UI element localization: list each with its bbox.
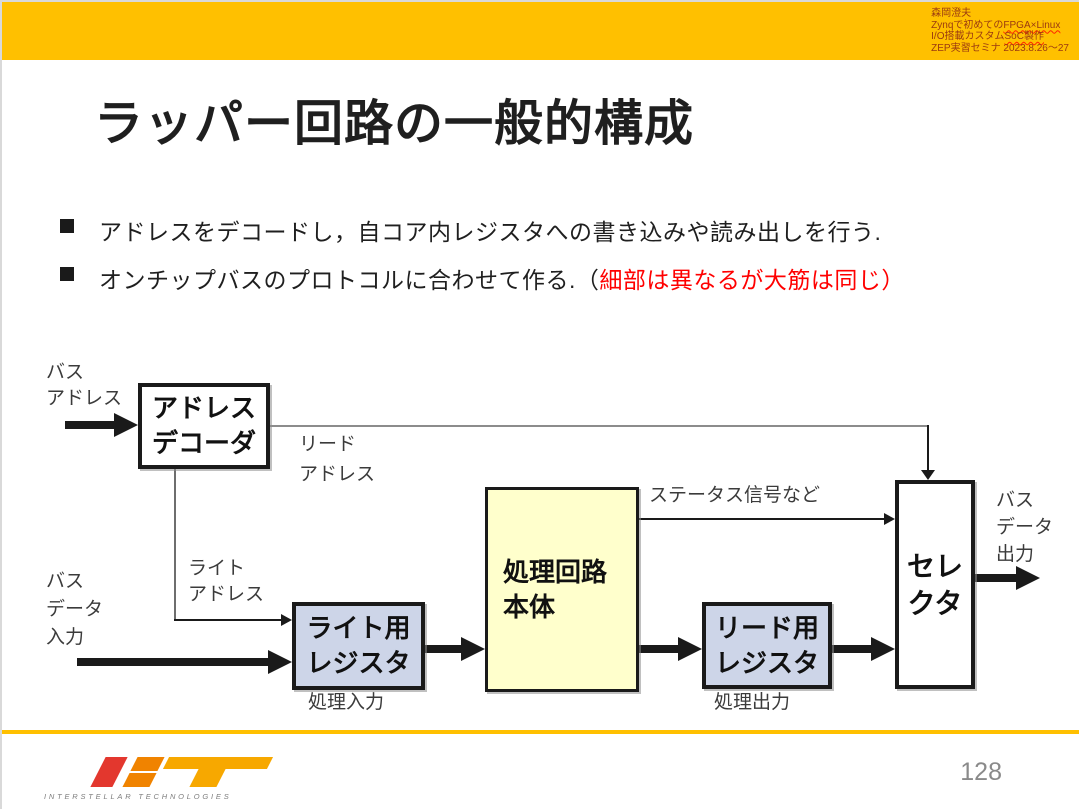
box-label: レジスタ (306, 648, 411, 678)
label-line: バス (46, 571, 85, 592)
box-label: デコーダ (151, 428, 256, 458)
box-label: リード用 (714, 612, 819, 643)
page-title: ラッパー回路の一般的構成 (94, 97, 695, 151)
box-label: 本体 (503, 591, 556, 622)
bus-data-in-label: バス データ 入力 (46, 568, 103, 652)
arrowhead-right-icon (281, 614, 292, 626)
bus-data-in-arrow (77, 658, 269, 666)
bullet-square-icon (60, 267, 74, 281)
processing-circuit-box: 処理回路 本体 (485, 487, 639, 692)
label-line: バス (46, 362, 85, 383)
header-credits: 森岡澄夫 Zynqで初めてのFPGA×Linux I/O搭載カスタムSoC製作 … (931, 8, 1069, 54)
credit-text: ZEP実習セミナ 2023.8.26～27 (931, 42, 1069, 54)
credit-line: 森岡澄夫 (931, 8, 1069, 20)
logo-s-shape (122, 773, 157, 787)
label-line: アドレス (299, 464, 376, 485)
logo-s-shape (130, 757, 165, 771)
address-decoder-box: アドレス デコーダ (138, 383, 270, 469)
processing-output-label: 処理出力 (714, 692, 791, 713)
arrowhead-right-icon (884, 513, 895, 525)
status-signal-label: ステータス信号など (649, 485, 821, 506)
label-line: 出力 (996, 544, 1035, 565)
bullet-text-2: オンチップバスのプロトコルに合わせて作る.（細部は異なるが大筋は同じ） (99, 261, 905, 295)
bus-address-arrowhead-icon (114, 413, 138, 437)
bullet-item-1: アドレスをデコードし，自コア内レジスタへの書き込みや読み出しを行う. (60, 213, 881, 247)
write-register-box: ライト用 レジスタ (292, 602, 425, 690)
read-address-label: リード アドレス (299, 430, 375, 490)
credit-line: Zynqで初めてのFPGA×Linux (931, 20, 1069, 32)
label-line: バス (996, 490, 1035, 511)
box-label: セレ (906, 550, 963, 582)
credit-line: ZEP実習セミナ 2023.8.26～27 (931, 43, 1069, 55)
bus-data-out-arrowhead-icon (1016, 566, 1040, 590)
read-register-box: リード用 レジスタ (702, 602, 832, 689)
bullet-text-2-highlight: 細部は異なるが大筋は同じ） (599, 267, 905, 293)
write-address-line-vertical (174, 469, 176, 621)
selector-box: セレ クタ (895, 480, 975, 689)
page-number: 128 (960, 758, 1002, 786)
write-address-label: ライト アドレス (188, 556, 264, 608)
bus-data-out-label: バス データ 出力 (996, 487, 1053, 568)
logo-t-shape (189, 769, 226, 787)
arrowhead-down-icon (921, 470, 935, 480)
label-line: 入力 (46, 627, 85, 648)
box-label: アドレス (151, 393, 256, 423)
credit-text-wavy: SoC製作 (1004, 31, 1044, 42)
credit-text: 森岡澄夫 (931, 8, 972, 19)
label-line: データ (46, 599, 104, 620)
writereg-to-proc-arrowhead-icon (461, 637, 485, 661)
proc-to-readreg-arrow (639, 645, 679, 653)
proc-to-readreg-arrowhead-icon (678, 637, 702, 661)
readreg-to-selector-arrowhead-icon (871, 637, 895, 661)
write-address-line-horizontal (174, 619, 282, 621)
writereg-to-proc-arrow (425, 645, 463, 653)
credit-text-wavy: FPGA×Linux (1003, 19, 1061, 31)
logo-t-shape (162, 757, 274, 769)
credit-line: I/O搭載カスタムSoC製作 (931, 31, 1069, 43)
bullet-square-icon (60, 219, 74, 233)
box-label: 処理回路 (503, 556, 608, 587)
bus-data-in-arrowhead-icon (268, 650, 292, 674)
bus-address-arrow (65, 421, 115, 429)
credit-text: I/O搭載カスタム (931, 31, 1005, 42)
bullet-text-2-normal: オンチップバスのプロトコルに合わせて作る.（ (99, 267, 600, 293)
label-line: ライト (188, 558, 246, 579)
processing-input-label: 処理入力 (308, 692, 385, 713)
logo-i-shape (90, 757, 128, 787)
label-line: リード (299, 434, 357, 455)
credit-text: Zynqで初めての (931, 19, 1004, 31)
label-line: アドレス (188, 584, 265, 605)
label-line: データ (996, 517, 1054, 538)
box-label: クタ (907, 587, 963, 619)
label-line: アドレス (46, 388, 123, 409)
read-address-line (270, 425, 929, 427)
status-signal-line (639, 518, 886, 520)
bus-address-label: バス アドレス (46, 360, 122, 412)
bullet-text-1: アドレスをデコードし，自コア内レジスタへの書き込みや読み出しを行う. (99, 219, 882, 245)
header-accent-bar: 森岡澄夫 Zynqで初めてのFPGA×Linux I/O搭載カスタムSoC製作 … (2, 2, 1079, 60)
selector-input-line (927, 425, 929, 470)
readreg-to-selector-arrow (832, 645, 872, 653)
interstellar-technologies-logo: INTERSTELLAR TECHNOLOGIES (42, 750, 274, 805)
footer-accent-rule (2, 730, 1079, 734)
box-label: ライト用 (306, 613, 411, 643)
bullet-item-2: オンチップバスのプロトコルに合わせて作る.（細部は異なるが大筋は同じ） (60, 261, 905, 295)
bus-data-out-arrow (974, 574, 1018, 582)
box-label: レジスタ (714, 647, 819, 678)
logo-wordmark: INTERSTELLAR TECHNOLOGIES (44, 792, 232, 801)
